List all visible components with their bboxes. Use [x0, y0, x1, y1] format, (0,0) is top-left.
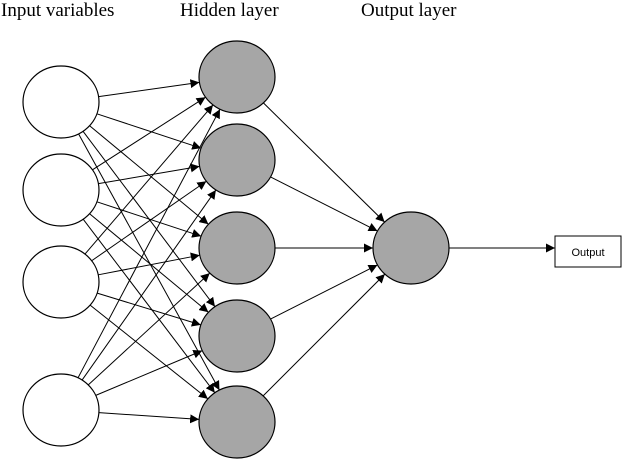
edge-input-4-to-hidden-4	[95, 349, 203, 396]
edge-hidden-4-to-output	[270, 264, 378, 320]
edge-input-3-to-hidden-4	[97, 292, 201, 327]
edge-input-3-to-hidden-1	[84, 104, 214, 255]
input-node-3	[22, 245, 100, 319]
hidden-node-2	[198, 123, 276, 197]
edge-input-4-to-hidden-3	[87, 272, 211, 386]
edge-input-1-to-hidden-5	[78, 133, 220, 391]
nodes	[22, 40, 450, 459]
input-node-2	[22, 153, 100, 227]
hidden-node-3	[198, 211, 276, 285]
edge-input-2-to-hidden-5	[82, 218, 216, 394]
edge-hidden-5-to-output	[262, 273, 386, 397]
edge-input-3-to-hidden-2	[91, 180, 207, 262]
input-node-4	[22, 373, 100, 447]
input-variables-title: Input variables	[1, 0, 115, 21]
edge-input-4-to-hidden-1	[77, 108, 221, 379]
edge-hidden-2-to-output	[270, 176, 378, 232]
edge-input-2-to-hidden-3	[96, 201, 202, 238]
hidden-node-5	[198, 385, 276, 459]
edge-input-4-to-hidden-2	[81, 189, 217, 381]
hidden-layer-title: Hidden layer	[180, 0, 279, 21]
edge-hidden-1-to-output	[263, 102, 385, 223]
edge-input-1-to-hidden-2	[96, 113, 202, 150]
input-node-1	[22, 65, 100, 139]
output-box: Output	[554, 235, 622, 268]
hidden-node-4	[198, 299, 276, 373]
connections	[77, 79, 555, 424]
output-node	[372, 211, 450, 285]
edge-input-3-to-hidden-5	[89, 304, 209, 400]
edge-input-4-to-hidden-5	[98, 412, 200, 424]
edge-input-2-to-hidden-2	[98, 163, 200, 185]
hidden-node-1	[198, 40, 276, 114]
edge-input-2-to-hidden-1	[92, 96, 206, 171]
output-layer-title: Output layer	[361, 0, 457, 21]
edge-input-3-to-hidden-3	[98, 252, 200, 276]
edge-input-2-to-hidden-4	[89, 213, 209, 313]
output-box-label: Output	[571, 247, 604, 259]
edge-input-1-to-hidden-1	[98, 79, 200, 98]
